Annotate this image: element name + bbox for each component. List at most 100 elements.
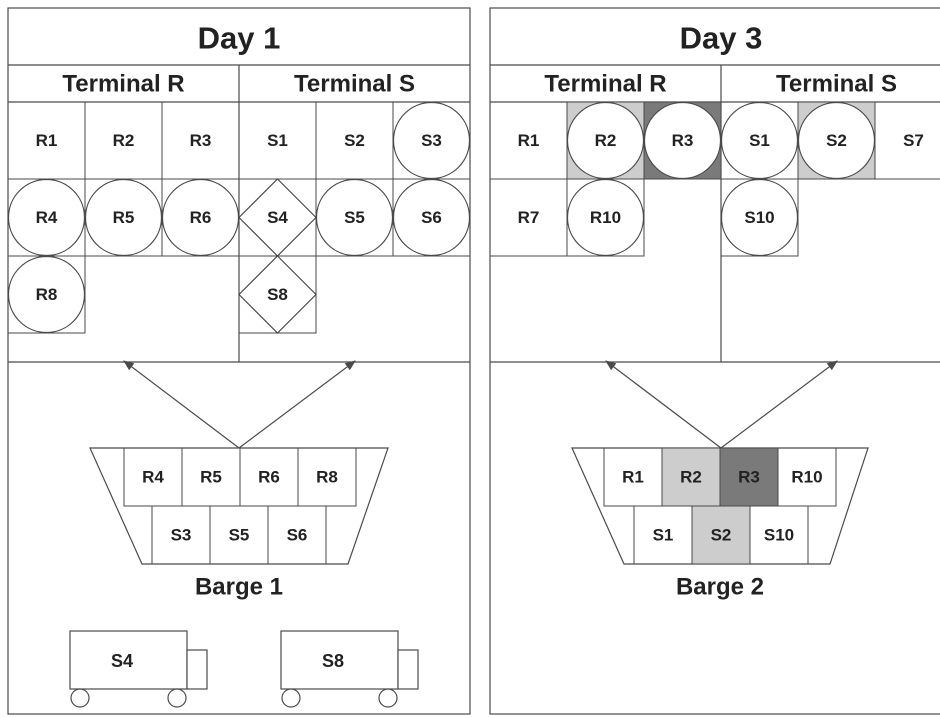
barge-slot-label: R4 <box>142 468 164 487</box>
barge-slot-label: S1 <box>653 526 674 545</box>
truck-s4: S4 <box>69 630 208 708</box>
container-label: R2 <box>113 131 135 150</box>
barge-slot <box>749 505 809 565</box>
circle-marker <box>566 178 645 257</box>
barge-slot-r1: R1 <box>603 447 663 507</box>
circle-marker <box>392 178 471 257</box>
container-r3: R3 <box>161 101 240 180</box>
container-r7: R7 <box>489 178 568 257</box>
truck-label: S8 <box>322 651 344 671</box>
barge-slot-label: S10 <box>764 526 794 545</box>
barge-slot-label: R2 <box>680 468 702 487</box>
barge-slot-label: R3 <box>738 468 760 487</box>
container-s6: S6 <box>392 178 471 257</box>
transfer-arrow <box>238 360 356 449</box>
container-r1: R1 <box>7 101 86 180</box>
container-r10: R10 <box>566 178 645 257</box>
container-label: S8 <box>267 285 288 304</box>
barge-slot-label: R1 <box>622 468 644 487</box>
container-label: S6 <box>421 208 442 227</box>
container-s4: S4 <box>238 178 317 257</box>
container-label: S1 <box>267 131 288 150</box>
container-label: S1 <box>749 131 770 150</box>
container-label: S4 <box>267 208 288 227</box>
container-r6: R6 <box>161 178 240 257</box>
barge-slot-s3: S3 <box>151 505 211 565</box>
barge-slot-label: R6 <box>258 468 280 487</box>
container-label: R4 <box>36 208 58 227</box>
barge-slot-label: S5 <box>229 526 250 545</box>
truck-wheel <box>167 688 187 708</box>
barge-slot-label: S2 <box>711 526 732 545</box>
terminal-title: Terminal R <box>62 71 184 98</box>
panel-title: Day 1 <box>198 21 281 56</box>
container-s2: S2 <box>797 101 876 180</box>
barge-slot-label: S3 <box>171 526 192 545</box>
truck-wheel <box>378 688 398 708</box>
barge-slot-label: R10 <box>791 468 822 487</box>
truck-label: S4 <box>111 651 133 671</box>
container-r4: R4 <box>7 178 86 257</box>
container-label: R2 <box>595 131 617 150</box>
container-label: S2 <box>344 131 365 150</box>
container-label: R3 <box>190 131 212 150</box>
barge-slot-s6: S6 <box>267 505 327 565</box>
container-label: S2 <box>826 131 847 150</box>
truck-s8: S8 <box>280 630 419 708</box>
barge-slot-s5: S5 <box>209 505 269 565</box>
container-label: R3 <box>672 131 694 150</box>
barge-slot <box>267 505 327 565</box>
container-s5: S5 <box>315 178 394 257</box>
barge-slot-r5: R5 <box>181 447 241 507</box>
terminal-title: Terminal S <box>294 71 415 98</box>
barge-slot-label: R8 <box>316 468 338 487</box>
circle-marker <box>720 178 799 257</box>
container-s1: S1 <box>238 101 317 180</box>
barge-slot-r6: R6 <box>239 447 299 507</box>
container-r2: R2 <box>84 101 163 180</box>
container-s1: S1 <box>720 101 799 180</box>
container-r5: R5 <box>84 178 163 257</box>
container-s2: S2 <box>315 101 394 180</box>
container-s8: S8 <box>238 255 317 334</box>
barge-slot-r3: R3 <box>719 447 779 507</box>
container-s10: S10 <box>720 178 799 257</box>
barge-slot-label: R5 <box>200 468 222 487</box>
truck-box <box>280 630 399 690</box>
container-r2: R2 <box>566 101 645 180</box>
container-label: R5 <box>113 208 135 227</box>
diamond-marker <box>238 255 317 334</box>
container-label: R10 <box>590 208 621 227</box>
panel-title: Day 3 <box>680 21 763 56</box>
truck-cab <box>186 649 208 690</box>
terminal-title: Terminal S <box>776 71 897 98</box>
transfer-arrow <box>720 360 838 449</box>
truck-wheel <box>70 688 90 708</box>
terminal-title: Terminal R <box>544 71 666 98</box>
container-label: S3 <box>421 131 442 150</box>
container-s3: S3 <box>392 101 471 180</box>
panel-frame <box>489 7 940 715</box>
container-s7: S7 <box>874 101 940 180</box>
container-label: S10 <box>744 208 774 227</box>
container-cell <box>874 101 940 180</box>
container-label: R7 <box>518 208 540 227</box>
barge-slot-s1: S1 <box>633 505 693 565</box>
container-label: R8 <box>36 285 58 304</box>
container-label: S7 <box>903 131 924 150</box>
container-r8: R8 <box>7 255 86 334</box>
barge-name: Barge 2 <box>676 574 764 601</box>
barge-slot-s2: S2 <box>691 505 751 565</box>
barge-slot-s10: S10 <box>749 505 809 565</box>
circle-marker <box>7 255 86 334</box>
container-r1: R1 <box>489 101 568 180</box>
container-label: R6 <box>190 208 212 227</box>
transfer-arrow <box>123 360 240 449</box>
barge-name: Barge 1 <box>195 574 283 601</box>
